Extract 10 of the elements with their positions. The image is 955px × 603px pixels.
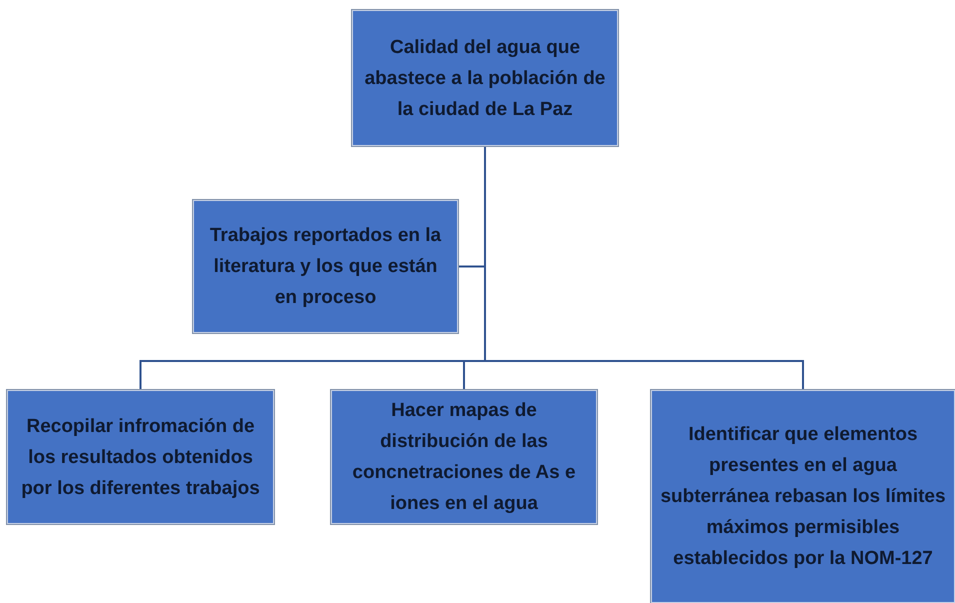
box-text: Recopilar infromación de los resultados obtenidos por los diferentes trabajos [20,414,261,500]
box-text: Trabajos reportados en la literatura y los que están en proceso [208,224,442,310]
box-text: Identificar que elementos presentes en el agua subterránea rebasan los límites máximos permisibles establecidos por la NOM-127 [659,423,947,571]
process-box [7,390,274,524]
process-box [193,200,458,333]
process-box [352,10,618,146]
process-box [331,390,597,524]
box-text: Calidad del agua que abastece a la población de la ciudad de La Paz [364,36,606,122]
process-box [651,390,955,603]
box-text: Hacer mapas de distribución de las concnetraciones de As e iones en el agua [351,399,577,516]
